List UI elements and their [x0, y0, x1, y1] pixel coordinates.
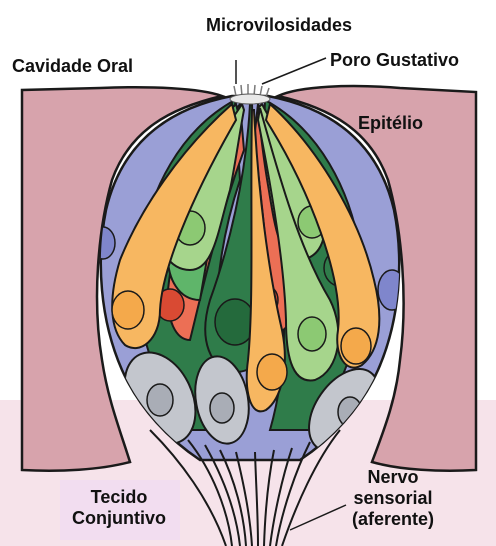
taste-pore-label: Poro Gustativo — [330, 50, 459, 71]
connective-tissue-label: Tecido Conjuntivo — [64, 487, 174, 529]
microvilli-label: Microvilosidades — [206, 15, 352, 36]
gray-cell-nucleus — [147, 384, 173, 416]
gray-cell-nucleus — [210, 393, 234, 423]
orange-cell-nucleus — [257, 354, 287, 390]
connective-tissue-label-line1: Tecido — [64, 487, 174, 508]
sensory-nerve-label-line2: sensorial — [338, 488, 448, 509]
orange-cell-nucleus — [341, 328, 371, 364]
connective-tissue-label-line2: Conjuntivo — [64, 508, 174, 529]
epithelium-label: Epitélio — [358, 113, 423, 134]
oral-cavity-label: Cavidade Oral — [12, 56, 133, 77]
sensory-nerve-label: Nervo sensorial (aferente) — [338, 467, 448, 530]
orange-cell-nucleus — [112, 291, 144, 329]
sensory-nerve-label-line1: Nervo — [338, 467, 448, 488]
sensory-nerve-label-line3: (aferente) — [338, 509, 448, 530]
taste-pore — [230, 94, 270, 104]
taste-pore-leader-line — [262, 58, 326, 84]
light-green-cell-nucleus — [298, 317, 326, 351]
